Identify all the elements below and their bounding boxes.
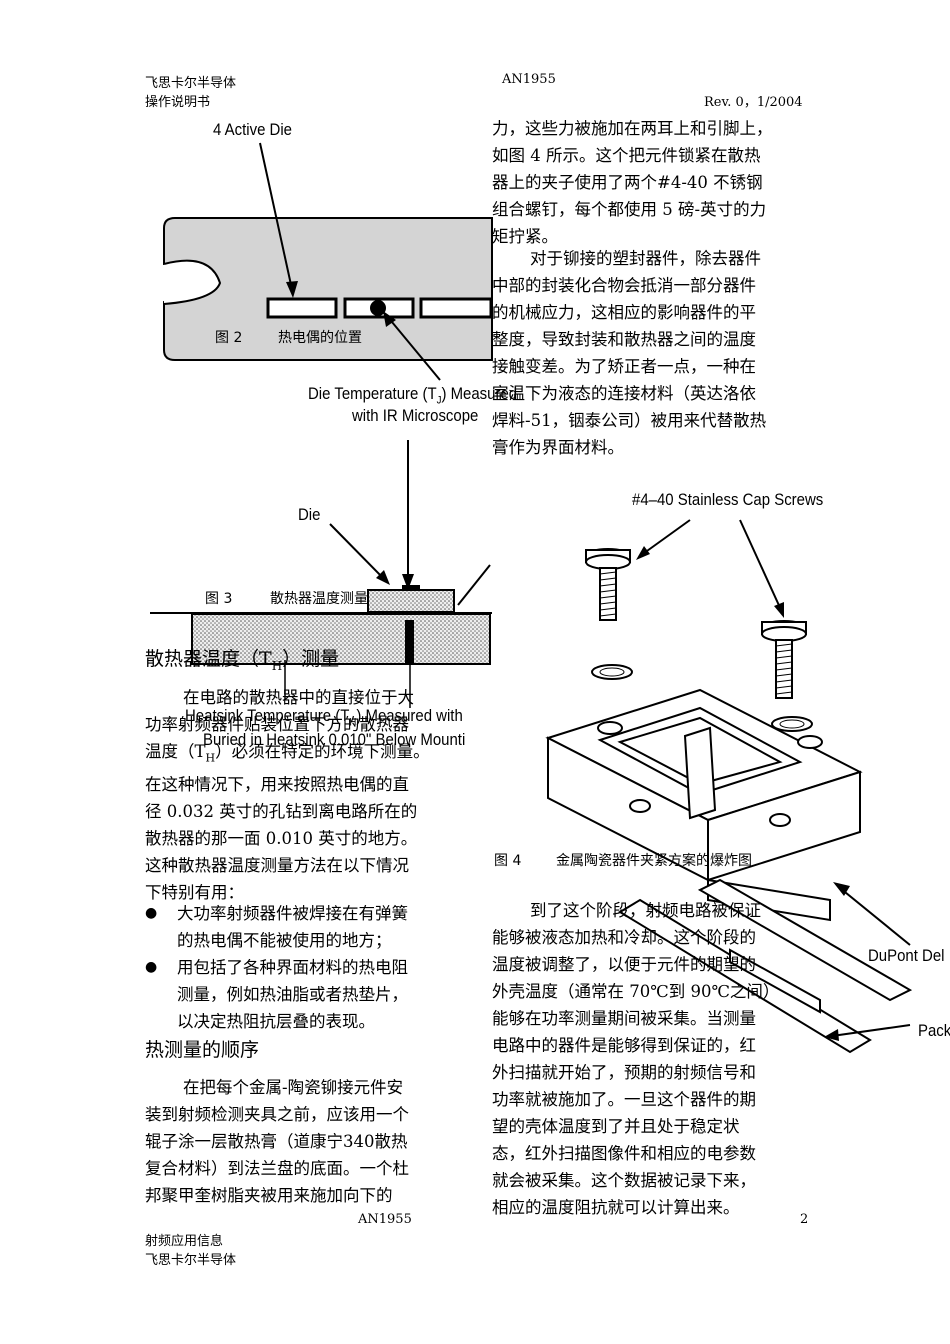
fig2-caption-number: 图 2: [215, 330, 243, 346]
right-paragraph-2: 对于铆接的塑封器件，除去器件 中部的封装化合物会抵消一部分器件 的机械应力，这相…: [492, 249, 767, 457]
fig3-heatsink-label-1: Heatsink Temperature (TH) Measured with: [185, 706, 463, 729]
section-sequence-title: 热测量的顺序: [145, 1039, 260, 1061]
list-item: ● 大功率射频器件被焊接在有弹簧的热电偶不能被使用的地方；: [145, 900, 465, 954]
fig4-dupont-label: DuPont Del: [868, 946, 945, 965]
header-doc-type: 操作说明书: [145, 95, 211, 110]
bullet-list: ● 大功率射频器件被焊接在有弹簧的热电偶不能被使用的地方； ● 用包括了各种界面…: [145, 900, 465, 1035]
footer-info: 射频应用信息: [145, 1234, 224, 1249]
fig3-die-temp-label-2: with IR Microscope: [352, 406, 479, 425]
bullet-icon: ●: [145, 959, 158, 975]
fig2-caption-text: 热电偶的位置: [278, 330, 362, 346]
header-revision: Rev. 0，1/2004: [704, 95, 803, 110]
fig3-die-temp-label-1: Die Temperature (TJ) Measured: [308, 384, 518, 407]
fig3-caption-number: 图 3: [205, 591, 233, 607]
fig4-screws-label: #4–40 Stainless Cap Screws: [632, 490, 824, 509]
list-item: ● 用包括了各种界面材料的热电阻测量，例如热油脂或者热垫片，以决定热阻抗层叠的表…: [145, 954, 465, 1035]
fig3-heatsink-label-2: Buried in Heatsink 0.010" Below Mounti: [203, 730, 466, 749]
left-paragraph-1: 在电路的散热器中的直接位于大 功率射频器件贴装位置下方的散热器 温度（TH）必须…: [145, 688, 430, 903]
right-paragraph-3: 到了这个阶段，射频电路被保证 能够被液态加热和冷却。这个阶段的 温度被调整了，以…: [492, 901, 780, 1217]
fig3-caption-text: 散热器温度测量: [270, 591, 368, 607]
figure-4-exploded-view: [545, 519, 913, 1054]
bullet-icon: ●: [145, 905, 158, 921]
fig4-caption-number: 图 4: [494, 853, 522, 869]
fig4-caption-text: 金属陶瓷器件夹紧方案的爆炸图: [556, 853, 752, 869]
fig3-die-label: Die: [298, 505, 321, 524]
left-paragraph-2: 在把每个金属-陶瓷铆接元件安 装到射频检测夹具之前，应该用一个 辊子涂一层散热膏…: [145, 1078, 409, 1205]
footer-company: 飞思卡尔半导体: [145, 1253, 237, 1268]
header-doc-number: AN1955: [502, 72, 556, 87]
fig4-pack-label: Pack: [918, 1021, 950, 1040]
header-company: 飞思卡尔半导体: [145, 76, 237, 91]
section-heatsink-title: 散热器温度（TH）测量: [145, 648, 340, 673]
fig2-active-die-label: 4 Active Die: [213, 120, 292, 139]
footer-page-number: 2: [800, 1212, 809, 1227]
right-paragraph-1: 力，这些力被施加在两耳上和引脚上， 如图 4 所示。这个把元件锁紧在散热 器上的…: [492, 119, 773, 246]
footer-doc-number: AN1955: [358, 1212, 412, 1227]
